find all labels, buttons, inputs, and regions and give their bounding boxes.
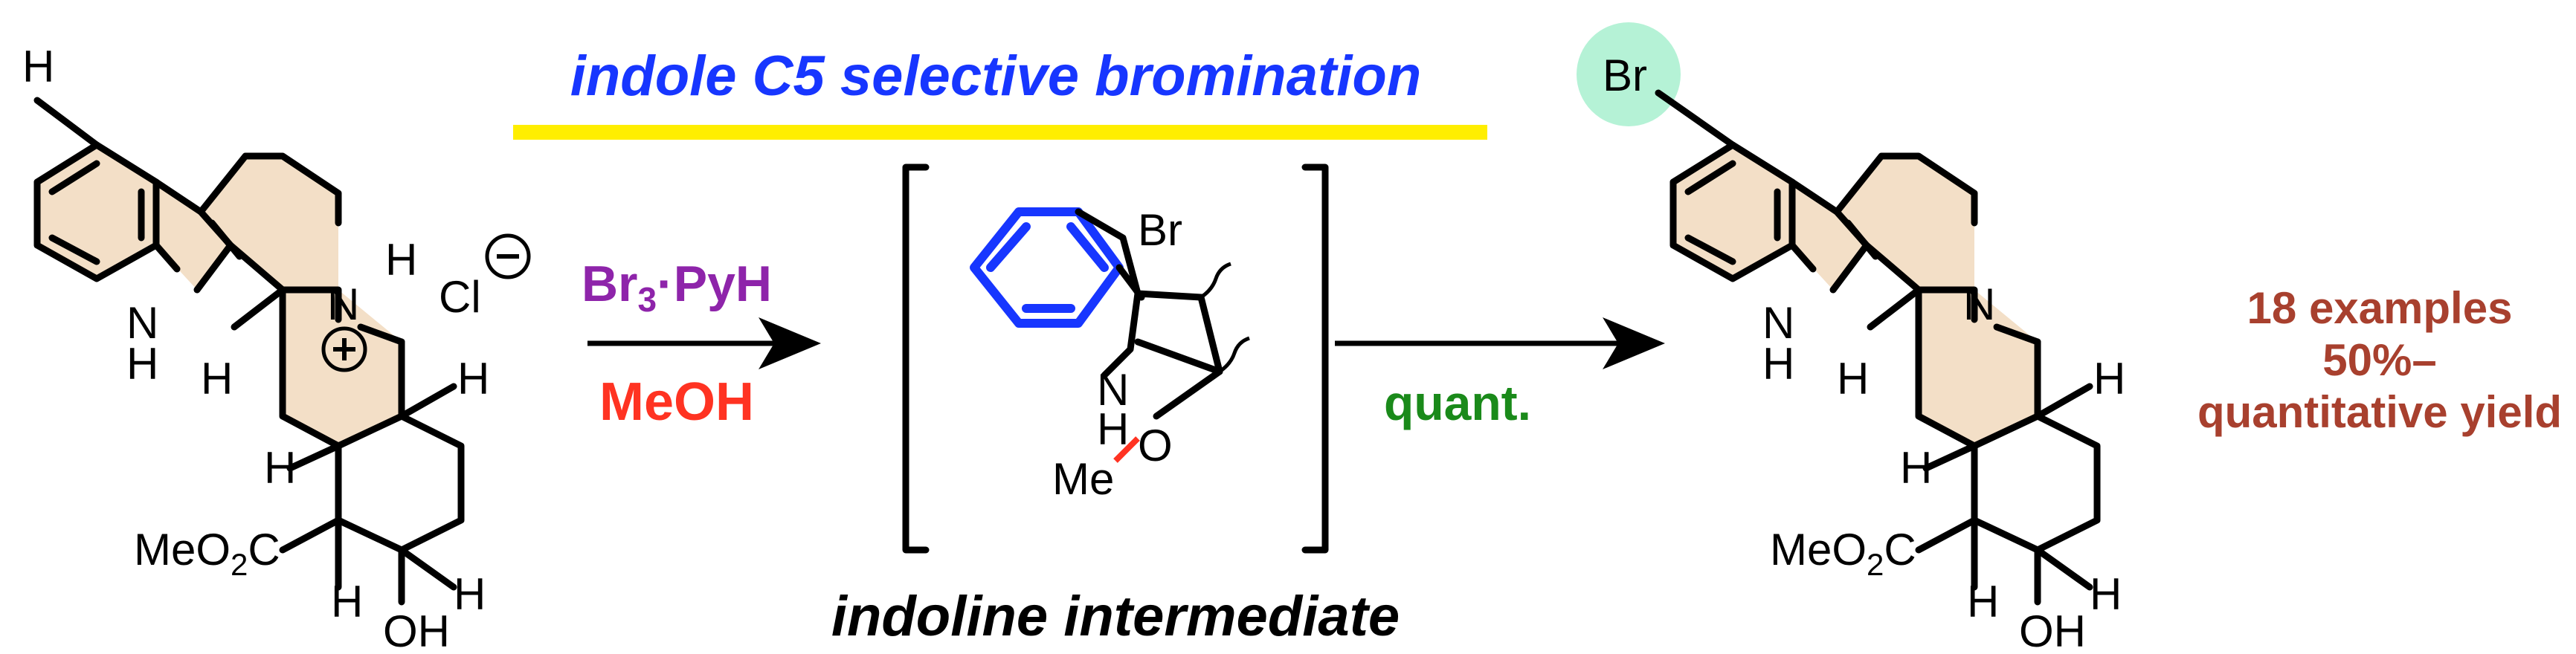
sm-n-plus: N [327, 279, 359, 329]
solvent-label: MeOH [599, 372, 754, 432]
h-wedges [231, 286, 457, 606]
result-line-3: quantitative yield [2197, 387, 2562, 437]
c-ring-bonds-2 [227, 242, 342, 323]
plus-sign [333, 338, 355, 360]
sm-indole-n: N [126, 298, 158, 348]
p-h2: H [2093, 354, 2125, 404]
benzene-double-bonds [48, 160, 145, 265]
wavy-bond-1 [1200, 262, 1231, 300]
sm-h-top: H [22, 42, 54, 91]
c-o-bond [1153, 368, 1223, 420]
p-indole-h: H [1762, 339, 1794, 389]
p-n: N [1963, 279, 1995, 329]
sm-h1: H [201, 354, 233, 404]
plus-charge-icon [321, 326, 367, 372]
p-h3: H [1900, 443, 1932, 493]
p-n-to-d-ring [1993, 323, 2041, 346]
p-oh: OH [2019, 606, 2086, 654]
sm-n-h: H [385, 235, 417, 285]
quant-label: quant. [1384, 375, 1531, 430]
sm-h5: H [454, 569, 486, 619]
int-br: Br [1138, 205, 1182, 255]
p-bond-to-br [1655, 89, 1736, 149]
br-highlight [1577, 22, 1681, 126]
p-h4: H [1967, 577, 1999, 627]
scheme-title: indole C5 selective bromination [570, 45, 1422, 108]
result-line-2: 50%– [2322, 335, 2436, 385]
reagent-label: Br3·PyH [582, 256, 772, 319]
p-br: Br [1603, 51, 1647, 100]
o-me-bond [1113, 436, 1140, 463]
e-ring-bonds [335, 412, 465, 554]
benzo-double-bonds [986, 222, 1109, 313]
sm-h3: H [264, 443, 296, 493]
int-nh-h: H [1097, 404, 1129, 454]
indoline-bonds-2 [1134, 294, 1223, 375]
p-h1: H [1837, 354, 1869, 404]
sm-ester: MeO2C [134, 525, 280, 582]
starting-material-structure [33, 97, 465, 606]
sm-chloride: Cl [439, 272, 481, 322]
right-bracket [1301, 164, 1329, 554]
intermediate-structure [970, 207, 1250, 463]
int-o: O [1138, 421, 1173, 470]
p-e-ring-bonds [1971, 412, 2101, 554]
left-bracket [902, 164, 930, 554]
title-underline [513, 125, 1487, 140]
int-nh-n: N [1097, 365, 1129, 415]
p-h5: H [2090, 569, 2122, 619]
p-benzene-double-bonds [1684, 160, 1781, 265]
c-ring-fill [201, 156, 338, 290]
p-c-ring-fill [1837, 156, 1974, 290]
indoline-bonds [1075, 208, 1205, 379]
p-indole-n: N [1762, 298, 1794, 348]
sm-h2: H [457, 354, 489, 404]
intermediate-label: indoline intermediate [831, 585, 1400, 648]
result-line-1: 18 examples [2247, 283, 2513, 333]
sm-h4: H [331, 577, 363, 627]
n-to-d-ring [357, 323, 405, 346]
p-ester: MeO2C [1770, 525, 1916, 582]
product-structure [1577, 22, 2101, 606]
c-ring-bonds [197, 152, 342, 227]
sm-oh: OH [383, 606, 450, 654]
minus-charge-icon [485, 233, 531, 279]
p-c-ring-bonds [1833, 152, 1978, 227]
wavy-bond-2 [1218, 336, 1250, 374]
p-h-wedges [1867, 286, 2093, 606]
bond-to-h [33, 97, 100, 149]
sm-indole-h: H [126, 339, 158, 389]
p-c-ring-bonds-2 [1863, 242, 1978, 323]
int-me: Me [1052, 454, 1114, 504]
